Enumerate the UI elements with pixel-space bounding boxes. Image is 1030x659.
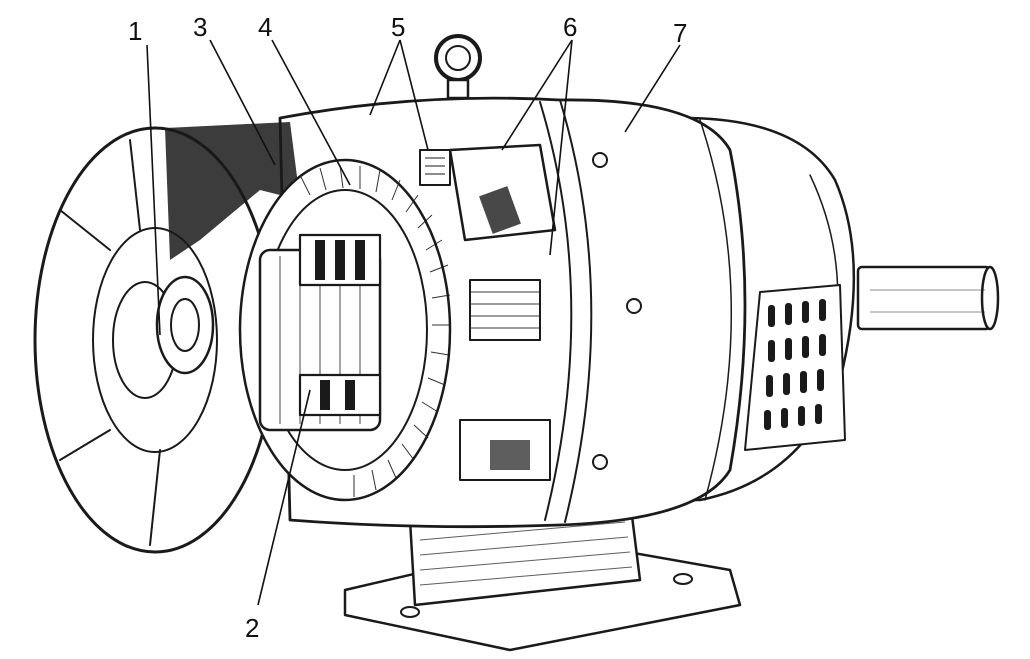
- housing-bolts: [592, 152, 642, 470]
- ventilation-grille: [744, 284, 846, 451]
- leader-7: [624, 44, 681, 133]
- leader-2: [257, 389, 311, 606]
- callout-7: 7: [673, 18, 687, 48]
- callout-6: 6: [563, 12, 577, 42]
- leader-6a: [501, 39, 573, 151]
- leader-4: [271, 39, 351, 186]
- callout-2: 2: [245, 613, 259, 643]
- callout-numbers: 1 2 3 4 5 6 7: [128, 12, 687, 643]
- leader-6b: [549, 39, 573, 256]
- lifting-eye: [434, 34, 482, 100]
- callout-leaders: [146, 39, 681, 606]
- leader-5a: [369, 39, 401, 116]
- leader-1: [146, 44, 161, 336]
- leader-5b: [399, 39, 429, 151]
- callout-1: 1: [128, 16, 142, 46]
- shaft: [856, 265, 1000, 331]
- brush-gear: [298, 233, 382, 417]
- field-poles: [419, 143, 557, 481]
- leader-3: [209, 39, 276, 166]
- callout-3: 3: [193, 12, 207, 42]
- bearing: [155, 275, 215, 375]
- callout-5: 5: [391, 12, 405, 42]
- callout-4: 4: [258, 12, 272, 42]
